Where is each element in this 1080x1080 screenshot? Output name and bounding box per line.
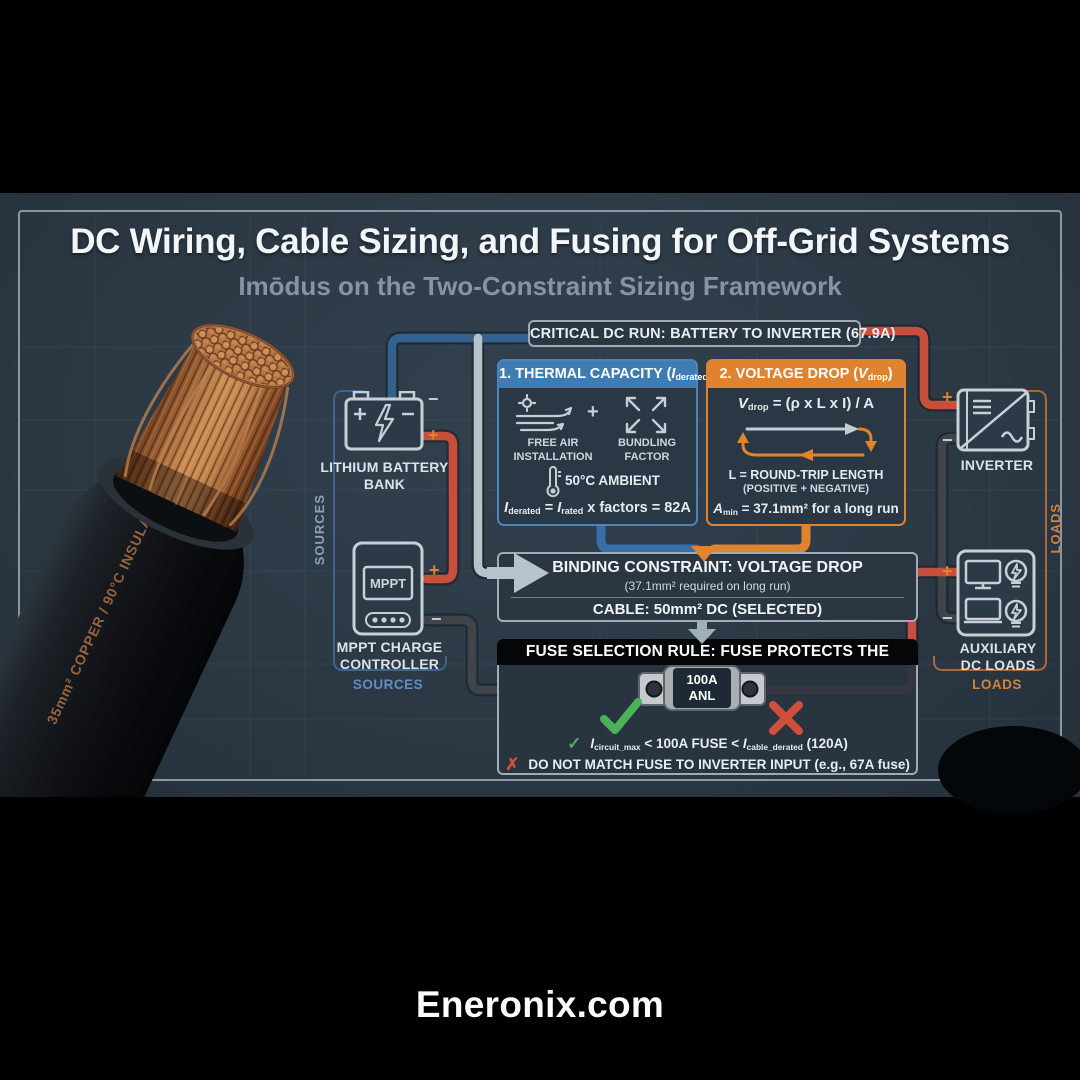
loads-bottom-label: LOADS xyxy=(972,677,1022,692)
fuse-type: ANL xyxy=(688,688,716,703)
thermal-plus: + xyxy=(587,401,599,423)
wire-to-inverter-positive xyxy=(853,326,962,410)
mppt-minus-marker: − xyxy=(431,609,442,629)
binding-line1: BINDING CONSTRAINT: VOLTAGE DROP xyxy=(552,559,863,576)
brand-footer: Eneronix.com xyxy=(415,984,665,1025)
aux-plus-marker: + xyxy=(942,561,953,581)
binding-constraint-box: BINDING CONSTRAINT: VOLTAGE DROP (37.1mm… xyxy=(497,552,918,622)
sources-bottom-label: SOURCES xyxy=(352,677,424,692)
sources-bracket xyxy=(333,390,447,671)
camera-cutout-oval xyxy=(938,726,1080,814)
fuse-bad-rule: ✗ DO NOT MATCH FUSE TO INVERTER INPUT (e… xyxy=(499,756,916,773)
mppt-plus-marker: + xyxy=(429,560,440,580)
cable-selected-line: CABLE: 50mm² DC (SELECTED) xyxy=(592,601,823,618)
fuse-bad-text: DO NOT MATCH FUSE TO INVERTER INPUT (e.g… xyxy=(528,757,910,772)
round-trip-loop-icon xyxy=(737,423,877,461)
cross-icon: ✗ xyxy=(505,755,520,774)
aux-loads-icon xyxy=(956,549,1036,637)
inverter-plus-marker: + xyxy=(942,387,953,407)
ambient-label: 50°C AMBIENT xyxy=(565,473,660,488)
inverter-minus-marker: − xyxy=(942,430,953,450)
aux-minus-marker: − xyxy=(942,608,953,628)
voltage-drop-header: 2. VOLTAGE DROP (Vdrop) xyxy=(708,361,904,388)
fuse-rule-box: FUSE SELECTION RULE: FUSE PROTECTS THE C… xyxy=(497,639,918,775)
mppt-icon: MPPT xyxy=(352,541,424,636)
fuse-label: 100A ANL xyxy=(637,664,767,712)
amin-formula: Amin = 37.1mm² for a long run xyxy=(713,501,899,517)
battery-plus-marker: + xyxy=(428,425,439,445)
thermal-capacity-box: 1. THERMAL CAPACITY (Iderated) + FREE AI… xyxy=(497,359,713,526)
voltage-drop-box: 2. VOLTAGE DROP (Vdrop) Vdrop = (ρ x L x… xyxy=(706,359,906,526)
round-trip-label: L = ROUND-TRIP LENGTH xyxy=(728,468,884,482)
big-cross-icon xyxy=(769,701,803,735)
loads-bracket xyxy=(933,390,1047,671)
fuse-ok-text: Icircuit_max < 100A FUSE < Icable_derate… xyxy=(590,736,848,752)
bundling-icon xyxy=(625,396,667,434)
inverter-icon xyxy=(956,388,1035,452)
mppt-label: MPPT CHARGE CONTROLLER xyxy=(336,639,443,673)
critical-run-box: CRITICAL DC RUN: BATTERY TO INVERTER (67… xyxy=(528,320,895,347)
panel-border xyxy=(18,210,1062,781)
battery-label: LITHIUM BATTERY BANK xyxy=(320,459,449,493)
battery-icon xyxy=(344,391,424,451)
free-air-icon xyxy=(515,394,573,432)
wire-mppt-negative xyxy=(421,615,645,695)
battery-minus-marker: − xyxy=(428,389,439,409)
elbow-voltage xyxy=(709,521,811,554)
round-trip-sublabel: (POSITIVE + NEGATIVE) xyxy=(742,483,869,495)
check-icon: ✓ xyxy=(567,734,582,753)
wire-battery-positive xyxy=(416,431,458,584)
anl-fuse xyxy=(638,665,766,711)
page-title: DC Wiring, Cable Sizing, and Fusing for … xyxy=(70,222,1010,261)
bundling-label: BUNDLING FACTOR xyxy=(617,437,677,463)
fuse-ok-rule: ✓ Icircuit_max < 100A FUSE < Icable_dera… xyxy=(499,735,916,752)
elbow-thermal xyxy=(596,521,702,554)
binding-divider xyxy=(511,597,904,598)
thermometer-icon xyxy=(546,466,561,498)
voltage-formula: Vdrop = (ρ x L x I) / A xyxy=(737,395,875,413)
big-check-icon xyxy=(600,698,642,734)
mppt-screen-text: MPPT xyxy=(370,576,406,591)
aux-loads-label: AUXILIARY DC LOADS xyxy=(959,640,1037,674)
binding-line2: (37.1mm² required on long run) xyxy=(624,579,791,593)
wire-battery-negative xyxy=(387,333,537,409)
free-air-label: FREE AIR INSTALLATION xyxy=(513,437,593,463)
wire-inverter-negative xyxy=(937,433,961,623)
thermal-formula: Iderated = Irated x factors = 82A xyxy=(504,500,691,516)
wire-silver-feed xyxy=(473,333,510,578)
cable-photo: 35mm² COPPER / 90°C INSULATION xyxy=(0,323,295,797)
page-subtitle: Imōdus on the Two-Constraint Sizing Fram… xyxy=(238,271,842,301)
fuse-rating: 100A xyxy=(686,672,718,688)
inverter-label: INVERTER xyxy=(960,457,1034,473)
